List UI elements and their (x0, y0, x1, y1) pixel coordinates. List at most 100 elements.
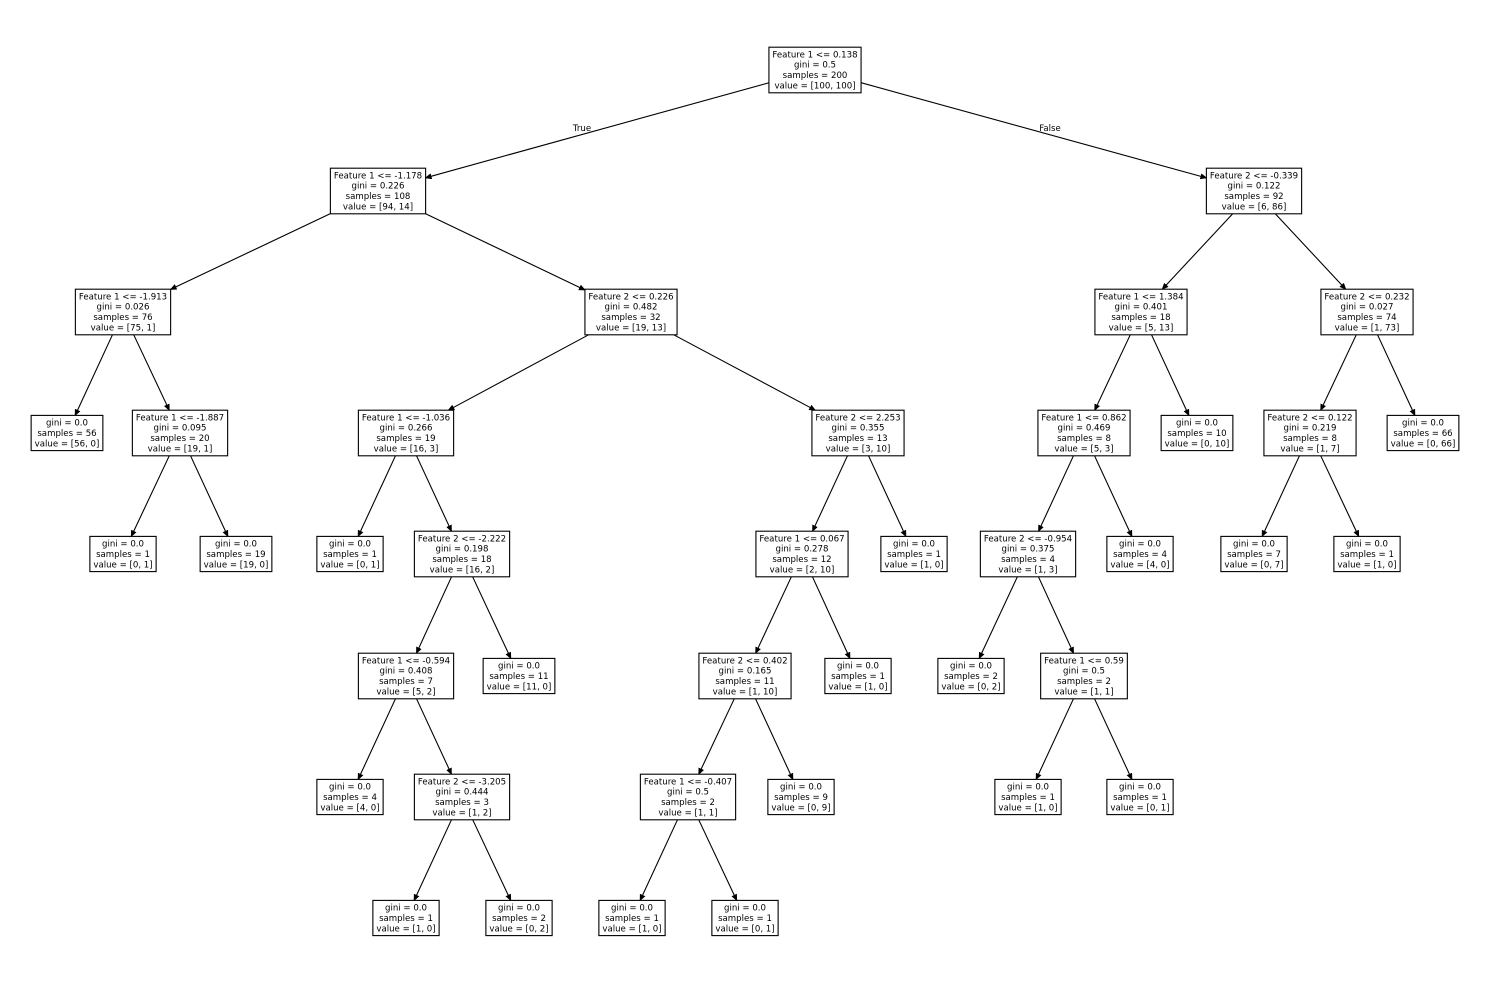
tree-node-box (880, 535, 948, 573)
tree-node-box (357, 652, 455, 700)
tree-edge-arrow (133, 334, 170, 412)
tree-node-line: samples = 1 (96, 550, 150, 560)
tree-node-line: gini = 0.0 (329, 540, 371, 550)
tree-edge-arrow (415, 576, 453, 655)
tree-edge-arrow (416, 455, 452, 533)
tree-edge-arrow (1320, 455, 1360, 538)
tree-node-line: samples = 19 (376, 434, 435, 444)
tree-node-line: value = [1, 1] (1054, 688, 1113, 698)
tree-edge-arrow (812, 455, 848, 533)
tree-node-line: Feature 1 <= -1.913 (79, 292, 167, 302)
tree-node-box (994, 778, 1062, 816)
tree-node-line: samples = 9 (774, 793, 828, 803)
tree-edge-arrow (860, 82, 1208, 180)
tree-node-line: Feature 2 <= 0.226 (588, 292, 673, 302)
tree-node-box (639, 773, 737, 821)
tree-node-line: gini = 0.5 (667, 788, 709, 798)
tree-node-line: value = [2, 10] (770, 566, 835, 576)
tree-node-line: value = [5, 2] (376, 688, 435, 698)
tree-node-line: gini = 0.0 (1007, 783, 1049, 793)
tree-node-line: value = [1, 73] (1335, 324, 1400, 334)
tree-node-line: gini = 0.0 (385, 904, 427, 914)
tree-node-line: gini = 0.408 (380, 667, 433, 677)
tree-edge-arrow (472, 819, 512, 902)
tree-node-line: value = [0, 2] (941, 682, 1000, 692)
tree-node-line: samples = 2 (1057, 677, 1111, 687)
tree-edge-arrow (169, 213, 331, 290)
tree-node-line: gini = 0.219 (1284, 424, 1337, 434)
tree-edge-arrow (1261, 455, 1300, 538)
tree-edge-arrow (673, 334, 817, 411)
tree-node-line: samples = 1 (718, 914, 772, 924)
tree-edge-arrow (698, 698, 735, 776)
tree-node-line: samples = 11 (715, 677, 774, 687)
tree-edge-arrow (357, 698, 396, 781)
tree-node-line: samples = 1 (1340, 550, 1394, 560)
tree-node-line: samples = 32 (601, 313, 660, 323)
tree-edge-arrow (639, 819, 678, 902)
tree-node-box (584, 288, 678, 336)
tree-node-line: samples = 2 (492, 914, 546, 924)
tree-node-box (711, 899, 779, 937)
tree-node-line: samples = 11 (489, 672, 548, 682)
tree-edge-arrow (698, 819, 738, 902)
tree-node-line: gini = 0.0 (724, 904, 766, 914)
tree-edge-arrow (1151, 334, 1190, 417)
tree-node-box (357, 409, 455, 457)
tree-node-line: Feature 1 <= 0.59 (1044, 656, 1124, 666)
tree-node-line: gini = 0.165 (719, 667, 772, 677)
tree-node-line: gini = 0.095 (154, 424, 207, 434)
tree-node-line: value = [1, 1] (658, 809, 717, 819)
tree-node-line: gini = 0.444 (436, 788, 489, 798)
tree-node-box (824, 657, 892, 695)
tree-node-box (767, 778, 835, 816)
tree-node-box (937, 657, 1005, 695)
tree-node-box (372, 899, 440, 937)
tree-node-line: samples = 1 (605, 914, 659, 924)
tree-node-line: samples = 13 (828, 434, 887, 444)
tree-node-line: samples = 108 (346, 192, 411, 202)
tree-node-line: value = [1, 3] (998, 566, 1057, 576)
tree-node-line: gini = 0.355 (832, 424, 885, 434)
tree-node-line: value = [0, 1] (715, 924, 774, 934)
tree-node-box (89, 535, 157, 573)
tree-node-line: value = [6, 86] (1222, 203, 1287, 213)
tree-node-line: Feature 2 <= -0.339 (1210, 171, 1298, 181)
tree-node-line: gini = 0.026 (97, 303, 150, 313)
tree-node-line: Feature 1 <= -0.594 (362, 656, 450, 666)
tree-node-box (485, 899, 553, 937)
tree-node-line: samples = 4 (1113, 550, 1167, 560)
tree-node-line: samples = 8 (1283, 434, 1337, 444)
tree-node-box (329, 167, 427, 215)
tree-node-line: Feature 2 <= 0.402 (702, 656, 787, 666)
tree-node-box (199, 535, 273, 573)
tree-node-line: value = [0, 10] (1165, 439, 1230, 449)
tree-edge-arrow (190, 455, 229, 538)
tree-node-line: Feature 1 <= 1.384 (1098, 292, 1183, 302)
tree-node-line: value = [4, 0] (320, 803, 379, 813)
tree-node-line: gini = 0.0 (498, 904, 540, 914)
tree-edge-arrow (755, 576, 792, 655)
tree-node-box (1094, 288, 1188, 336)
tree-node-box (768, 46, 862, 94)
tree-node-line: samples = 7 (379, 677, 433, 687)
tree-node-box (811, 409, 905, 457)
tree-node-box (979, 530, 1077, 578)
tree-node-box (698, 652, 792, 700)
tree-node-line: samples = 7 (1227, 550, 1281, 560)
tree-node-line: value = [1, 0] (602, 924, 661, 934)
tree-node-line: value = [1, 0] (884, 560, 943, 570)
tree-node-line: gini = 0.0 (329, 783, 371, 793)
